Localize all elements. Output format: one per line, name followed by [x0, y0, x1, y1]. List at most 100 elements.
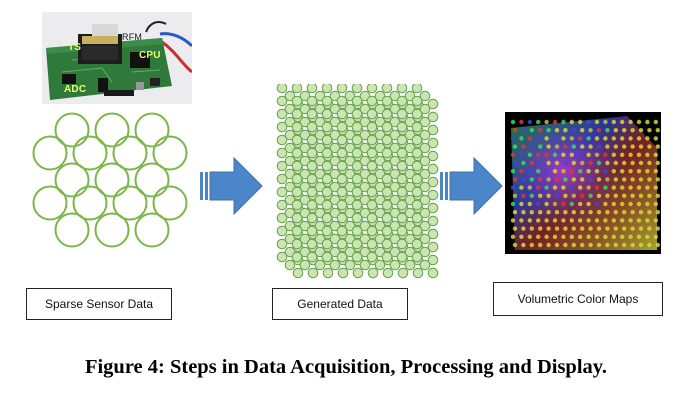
lattice-node — [306, 147, 318, 159]
volume-voxel — [645, 136, 650, 141]
volume-voxel — [596, 242, 602, 248]
lattice-node — [396, 238, 408, 250]
lattice-node — [351, 84, 363, 94]
volume-voxel — [546, 177, 551, 182]
lattice-node — [427, 267, 439, 279]
lattice-node — [381, 160, 393, 172]
lattice-node — [351, 225, 363, 237]
lattice-node — [276, 84, 288, 94]
lattice-node — [366, 212, 378, 224]
volume-voxel — [611, 185, 616, 190]
lattice-node — [336, 160, 348, 172]
generated-data-box: Generated Data — [272, 288, 408, 320]
volume-voxel — [578, 201, 583, 207]
lattice-node — [321, 238, 333, 250]
volume-voxel — [519, 218, 524, 223]
lattice-node — [396, 212, 408, 224]
volume-voxel — [510, 136, 516, 141]
lattice-node — [276, 160, 288, 172]
volume-voxel — [580, 226, 585, 231]
volume-voxel — [521, 160, 526, 166]
lattice-node — [419, 246, 431, 258]
volume-voxel — [538, 160, 543, 166]
volume-voxel — [605, 160, 610, 166]
volume-voxel — [529, 128, 534, 133]
lattice-node — [419, 103, 431, 115]
lattice-node — [351, 121, 363, 133]
lattice-node — [291, 134, 303, 146]
volume-voxel — [552, 185, 558, 190]
volume-voxel — [603, 201, 608, 207]
volume-voxel — [544, 201, 549, 207]
volume-voxel — [561, 218, 566, 223]
lattice-node — [321, 84, 333, 94]
lattice-node — [366, 199, 378, 211]
volume-voxel — [613, 177, 618, 182]
volume-voxel — [544, 169, 549, 174]
volume-voxel — [546, 128, 551, 133]
lattice-node — [381, 134, 393, 146]
volume-voxel — [596, 128, 602, 133]
volume-voxel — [527, 185, 532, 190]
lattice-node — [291, 225, 303, 237]
volume-voxel — [510, 234, 516, 239]
volume-voxel — [536, 119, 541, 125]
volume-voxel — [510, 185, 516, 190]
volume-voxel — [538, 128, 543, 133]
sensor-circle — [134, 162, 170, 198]
volume-voxel — [519, 136, 524, 141]
volume-voxel — [588, 242, 593, 248]
ts-label: TS — [68, 42, 82, 53]
lattice-node — [411, 84, 423, 94]
lattice-node — [366, 173, 378, 185]
lattice-node — [427, 215, 439, 227]
volume-voxel — [655, 210, 660, 215]
lattice-node — [276, 121, 288, 133]
volume-voxel — [630, 193, 635, 198]
volume-voxel — [521, 128, 526, 133]
volume-voxel — [645, 152, 650, 157]
volume-voxel — [586, 152, 591, 157]
lattice-node — [427, 202, 439, 214]
lattice-node — [351, 160, 363, 172]
volume-voxel — [647, 128, 652, 133]
volume-voxel — [538, 193, 543, 198]
volume-voxel — [554, 128, 560, 133]
volume-voxel — [521, 210, 526, 215]
lattice-node — [381, 84, 393, 94]
volumetric-color-maps-label: Volumetric Color Maps — [517, 292, 639, 306]
volume-voxel — [561, 152, 566, 157]
lattice-node — [291, 199, 303, 211]
volume-voxel — [538, 144, 543, 149]
volume-voxel — [613, 210, 618, 215]
volume-voxel — [580, 144, 585, 149]
lattice-node — [336, 225, 348, 237]
lattice-node — [427, 137, 439, 149]
lattice-node — [427, 98, 439, 110]
volume-voxel — [561, 185, 566, 190]
volume-voxel — [554, 144, 560, 149]
volume-voxel — [563, 160, 568, 166]
volume-voxel — [546, 160, 551, 166]
volume-voxel — [596, 177, 602, 182]
volume-voxel — [546, 242, 551, 248]
volume-voxel — [628, 234, 633, 239]
lattice-node — [427, 111, 439, 123]
sensor-circle — [94, 162, 130, 198]
volume-voxel — [628, 152, 633, 157]
volume-voxel — [630, 144, 635, 149]
lattice-node — [366, 121, 378, 133]
volume-voxel — [605, 144, 610, 149]
volume-voxel — [620, 234, 625, 239]
lattice-node — [381, 186, 393, 198]
sensor-circle — [72, 185, 108, 221]
volume-voxel — [527, 136, 532, 141]
lattice-node — [351, 199, 363, 211]
lattice-node — [396, 121, 408, 133]
volume-voxel — [594, 185, 600, 190]
volume-voxel — [653, 152, 658, 157]
volume-voxel — [569, 218, 574, 223]
volume-voxel — [580, 177, 585, 182]
volume-voxel — [538, 226, 543, 231]
volume-voxel — [510, 218, 516, 223]
